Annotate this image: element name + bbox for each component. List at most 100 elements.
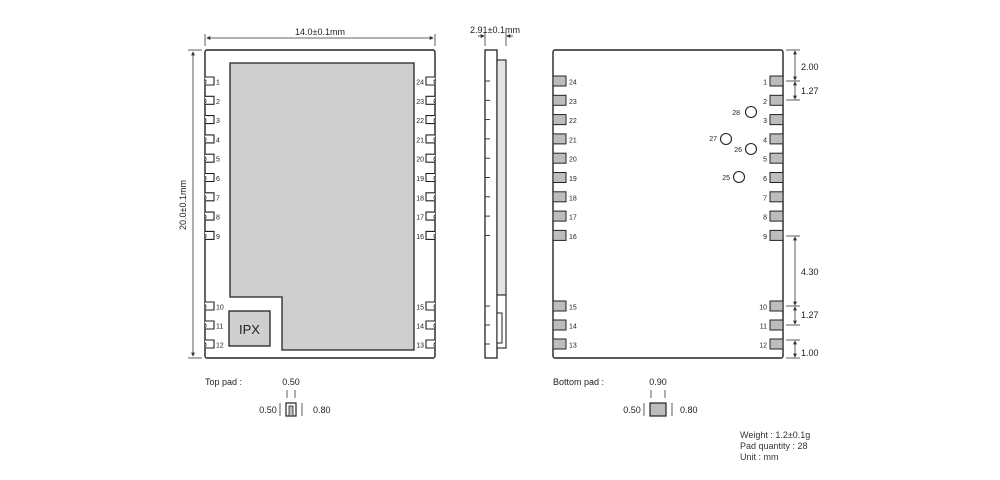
- pad-quantity-spec: Pad quantity : 28: [740, 441, 808, 451]
- bottom-pad-label: 1: [763, 80, 767, 87]
- bottom-pad-label: 6: [763, 176, 767, 183]
- bottom-view-outline: [552, 49, 784, 359]
- top-pad-6: 6: [204, 172, 220, 183]
- bottom-pad-18: 18: [552, 191, 577, 203]
- bottom-pad-label: 22: [569, 118, 577, 125]
- top-pad-label: 4: [216, 137, 220, 144]
- center-pad-27: [719, 132, 733, 146]
- bottom-pad-label: 16: [569, 234, 577, 241]
- bottom-pad-23: 23: [552, 94, 577, 106]
- bottom-pad-label: 13: [569, 343, 577, 350]
- top-pad-label: 19: [416, 176, 424, 183]
- top-pad-24: 24: [416, 76, 436, 87]
- ipx-label: IPX: [239, 322, 260, 337]
- dim-pin-pitch: 1.27: [801, 86, 819, 96]
- dim-pin12-to-edge: 1.00: [801, 348, 819, 358]
- top-pad-label: 22: [416, 118, 424, 125]
- bottom-pad-label: 12: [759, 343, 767, 350]
- top-pad-18: 18: [416, 192, 436, 202]
- bottom-pad-21: 21: [552, 133, 577, 145]
- top-pad-15: 15: [416, 301, 436, 312]
- top-pad-label: 21: [416, 137, 424, 144]
- thickness-dimension: 2.91±0.1mm: [470, 25, 520, 35]
- dim-pin-pitch-lower: 1.27: [801, 310, 819, 320]
- top-pad-8: 8: [204, 211, 220, 222]
- top-pad-label: 18: [416, 195, 424, 202]
- top-pad-label: 9: [216, 234, 220, 241]
- bottom-pad-1: 1: [763, 75, 784, 87]
- bottom-pad-2: 2: [763, 94, 784, 106]
- top-pad-23: 23: [416, 95, 436, 106]
- top-pad-label: 15: [416, 305, 424, 312]
- bottom-pad-14: 14: [552, 319, 577, 331]
- top-pad-width: 0.50: [282, 377, 300, 387]
- center-pad-25: [732, 170, 746, 184]
- bottom-pad-label: 17: [569, 215, 577, 222]
- side-pcb: [484, 49, 498, 359]
- top-pad-3: 3: [204, 115, 220, 125]
- top-pad-10: 10: [204, 301, 224, 312]
- bottom-pad-label: 14: [569, 324, 577, 331]
- bottom-pad-label: 18: [569, 195, 577, 202]
- top-pad-label: 1: [216, 80, 220, 87]
- top-pad-7: 7: [204, 192, 220, 202]
- center-pad-28: [744, 105, 758, 119]
- bottom-pad-9: 9: [763, 229, 784, 241]
- top-pad-11: 11: [204, 320, 223, 331]
- top-pad-12: 12: [204, 339, 224, 350]
- bottom-pad-20: 20: [552, 152, 577, 164]
- bottom-pad-15: 15: [552, 300, 577, 312]
- bottom-pad-label: 10: [759, 305, 767, 312]
- bottom-pad-label: Bottom pad :: [553, 377, 604, 387]
- top-pad-label: 23: [416, 99, 424, 106]
- bottom-pad-label: 2: [763, 99, 767, 106]
- top-pad-label: 16: [416, 234, 424, 241]
- specifications: Weight : 1.2±0.1g Pad quantity : 28 Unit…: [740, 430, 810, 463]
- shield-can: [229, 62, 415, 351]
- dim-pin9-to-pin10: 4.30: [801, 267, 819, 277]
- unit-spec: Unit : mm: [740, 452, 779, 462]
- top-pad-16: 16: [416, 230, 436, 241]
- bottom-pad-5: 5: [763, 152, 784, 164]
- top-pad-20: 20: [416, 153, 436, 164]
- center-pad-25-label: 25: [722, 175, 730, 182]
- bottom-pad-13: 13: [552, 338, 577, 350]
- top-pad-label: 12: [216, 343, 224, 350]
- bottom-pad-label: 24: [569, 80, 577, 87]
- top-pad-left: 0.50: [259, 405, 277, 415]
- top-pad-1: 1: [204, 76, 220, 87]
- bottom-pad-label: 21: [569, 137, 577, 144]
- top-pad-21: 21: [416, 134, 436, 144]
- bottom-pad-4: 4: [763, 133, 784, 145]
- width-dimension: 14.0±0.1mm: [295, 27, 345, 37]
- top-pad-2: 2: [204, 95, 220, 106]
- bottom-pad-24: 24: [552, 75, 577, 87]
- top-pad-label: 17: [416, 215, 424, 222]
- bottom-pad-8: 8: [763, 210, 784, 222]
- top-pad-label: 6: [216, 176, 220, 183]
- center-pad-26-label: 26: [734, 147, 742, 154]
- bottom-pad-left: 0.50: [623, 405, 641, 415]
- bottom-pad-22: 22: [552, 114, 577, 126]
- top-pad-detail: Top pad : 0.50 0.50 0.80: [205, 377, 331, 417]
- top-pad-label: 11: [216, 324, 223, 331]
- bottom-pad-label: 7: [763, 195, 767, 202]
- bottom-pad-label: 23: [569, 99, 577, 106]
- center-pad-28-label: 28: [732, 110, 740, 117]
- bottom-pad-label: 11: [760, 324, 767, 331]
- top-pad-17: 17: [416, 211, 436, 222]
- bottom-pad-label: 4: [763, 137, 767, 144]
- top-pad-4: 4: [204, 134, 220, 144]
- bottom-pad-12: 12: [759, 338, 784, 350]
- bottom-pad-label: 15: [569, 305, 577, 312]
- bottom-pad-label: 5: [763, 157, 767, 164]
- top-pad-label: 14: [416, 324, 424, 331]
- side-view: 2.91±0.1mm: [470, 25, 520, 359]
- top-pad-label: 3: [216, 118, 220, 125]
- bottom-pad-3: 3: [763, 114, 784, 126]
- bottom-pad-6: 6: [763, 172, 784, 183]
- side-ipx-connector: [496, 312, 503, 344]
